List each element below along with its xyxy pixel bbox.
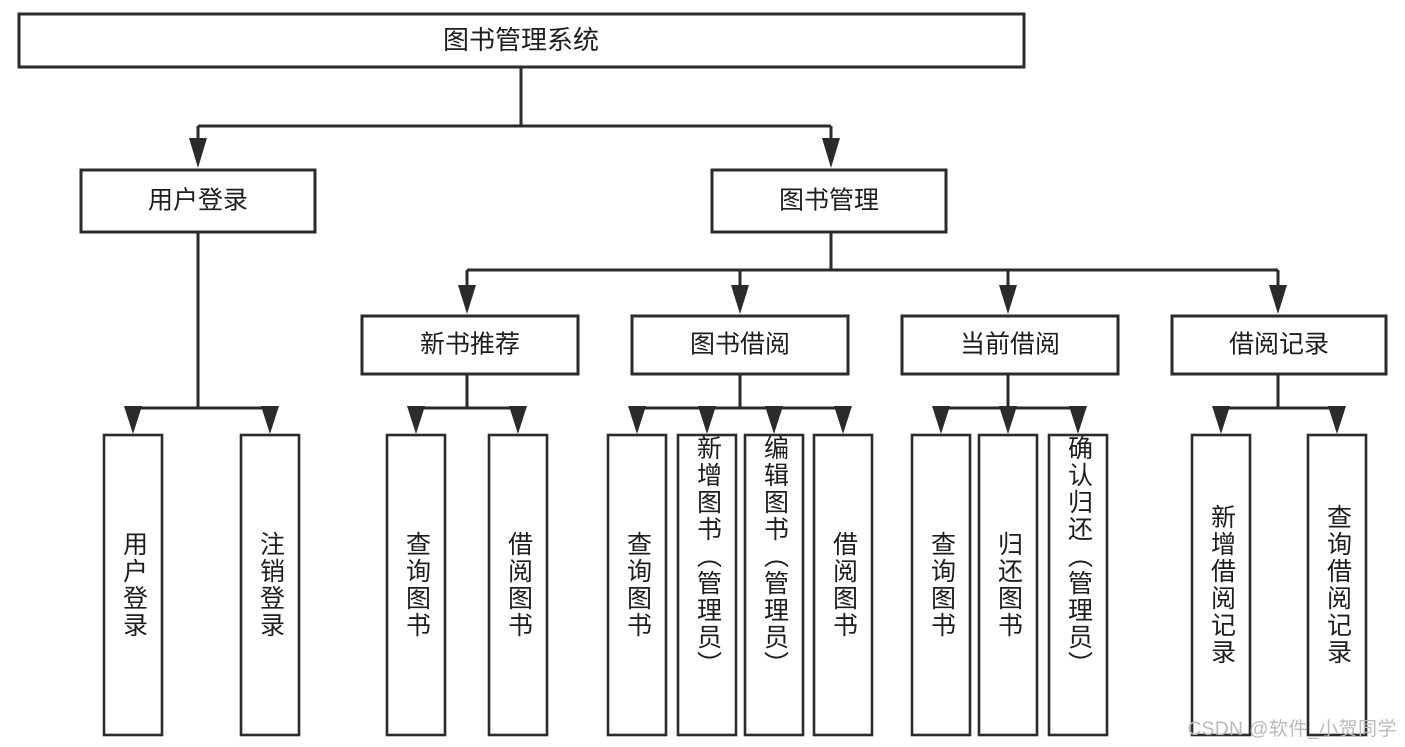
- node-book-borrow-label: 图书借阅: [690, 331, 790, 359]
- leaf-node-book-borrow-edit[interactable]: [743, 433, 805, 737]
- leaf-node-current-borrow-return[interactable]: [977, 433, 1039, 737]
- node-book-borrow[interactable]: 图书借阅: [630, 314, 850, 376]
- connector-borrowrecord-to-leaves: [1212, 375, 1346, 434]
- connector-newbook-to-leaves: [407, 375, 527, 434]
- node-current-borrow-label: 当前借阅: [960, 331, 1060, 359]
- leaf-node-current-borrow-query[interactable]: [910, 433, 972, 737]
- connector-currentborrow-to-leaves: [932, 375, 1087, 434]
- leaf-node-book-borrow-query[interactable]: [606, 433, 668, 737]
- node-user-login-label: 用户登录: [148, 187, 248, 215]
- connector-root-to-level2: [189, 68, 840, 168]
- connector-userlogin-to-leaves: [124, 232, 279, 434]
- leaf-node-borrow-record-query[interactable]: [1306, 433, 1368, 737]
- node-current-borrow[interactable]: 当前借阅: [900, 314, 1120, 376]
- leaf-node-new-book-borrow[interactable]: [487, 433, 549, 737]
- leaf-node-borrow-record-add[interactable]: [1190, 433, 1252, 737]
- node-book-management-label: 图书管理: [779, 187, 879, 215]
- connector-level2-to-level3: [458, 232, 1287, 314]
- node-new-book-recommend-label: 新书推荐: [420, 331, 520, 359]
- node-user-login[interactable]: 用户登录: [79, 168, 317, 234]
- leaf-node-new-book-query[interactable]: [385, 433, 447, 737]
- node-root-label: 图书管理系统: [443, 25, 599, 55]
- watermark-text: CSDN @软件_小贺同学: [1187, 719, 1397, 740]
- node-borrow-record[interactable]: 借阅记录: [1170, 314, 1388, 376]
- node-borrow-record-label: 借阅记录: [1229, 331, 1329, 359]
- leaf-node-book-borrow-borrow[interactable]: [812, 433, 874, 737]
- node-root-system[interactable]: 图书管理系统: [17, 12, 1026, 69]
- leaf-node-book-borrow-add[interactable]: [676, 433, 738, 737]
- leaf-node-user-login-logout[interactable]: [239, 433, 301, 737]
- leaf-node-current-borrow-confirm[interactable]: [1047, 433, 1109, 737]
- node-new-book-recommend[interactable]: 新书推荐: [360, 314, 580, 376]
- node-book-management[interactable]: 图书管理: [710, 168, 948, 234]
- connector-bookborrow-to-leaves: [628, 375, 852, 434]
- leaf-node-user-login-login[interactable]: [102, 433, 164, 737]
